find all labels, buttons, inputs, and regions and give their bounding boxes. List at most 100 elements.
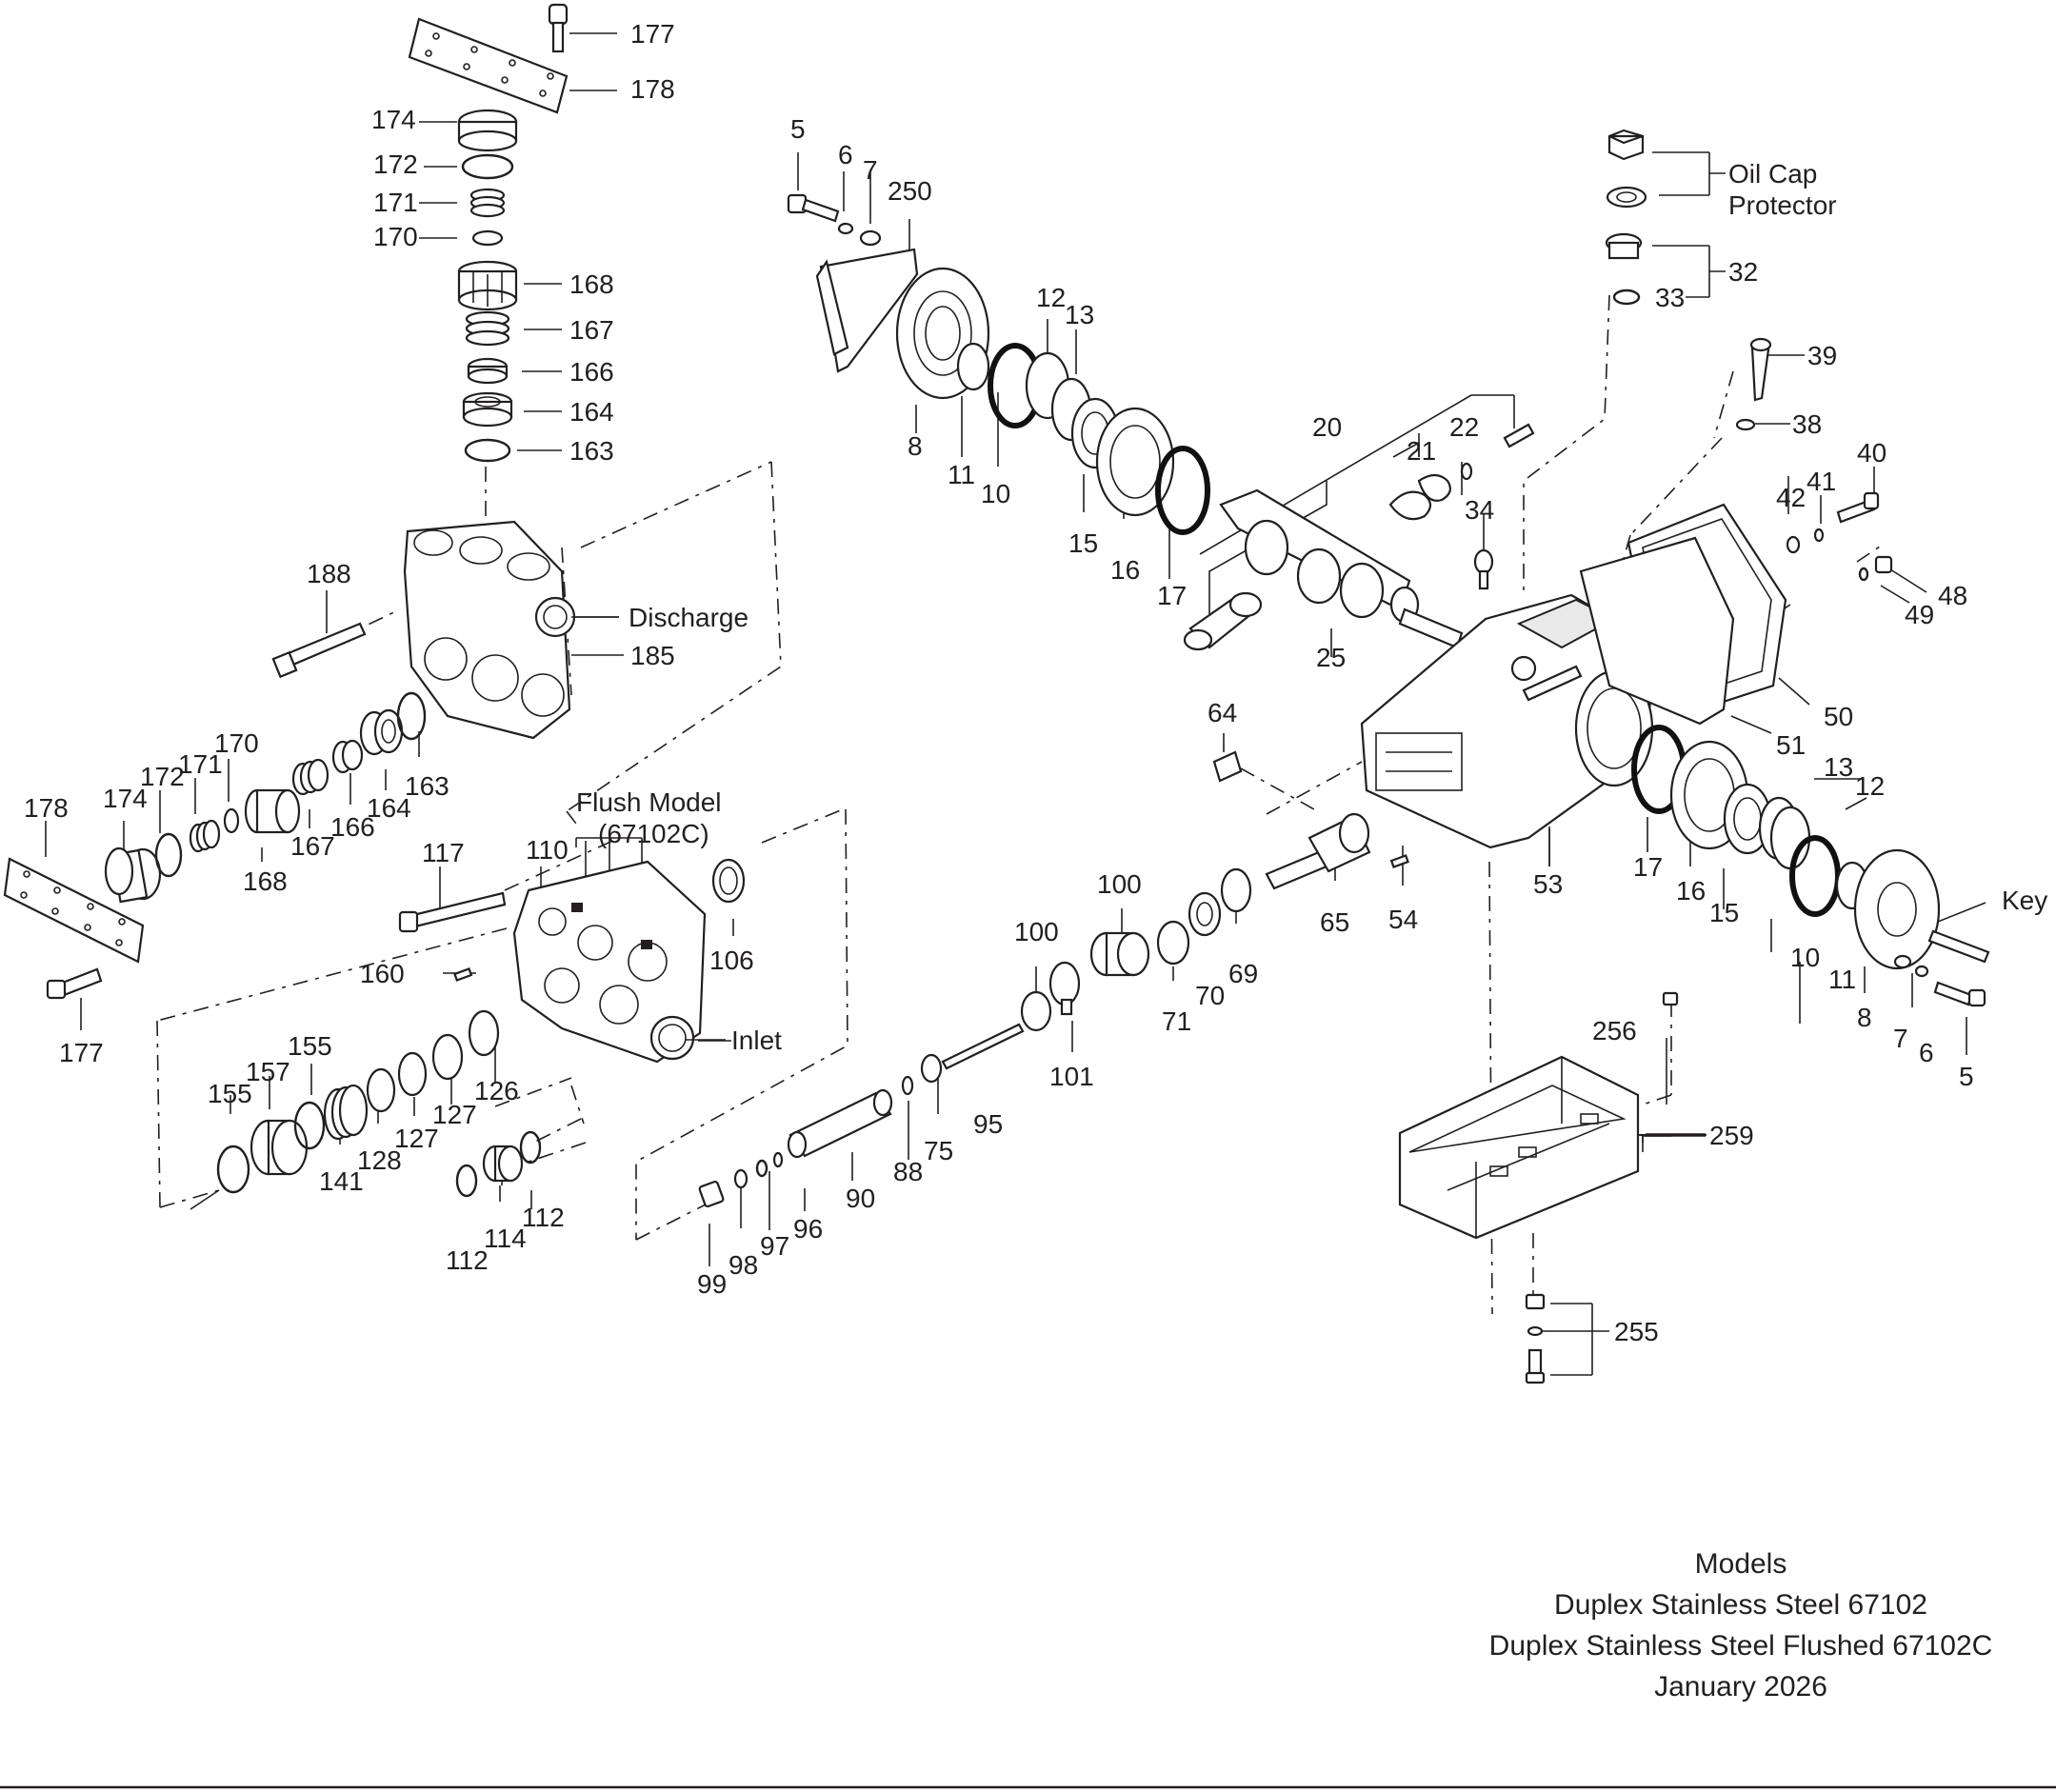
callout-167: 167	[290, 831, 335, 861]
callout-53: 53	[1533, 869, 1563, 899]
callout-141: 141	[319, 1166, 364, 1196]
callout-7: 7	[1893, 1024, 1908, 1053]
callout-49: 49	[1905, 600, 1934, 629]
o-ring-10-right	[1789, 835, 1841, 917]
callout-15: 15	[1068, 528, 1098, 558]
hardware-255	[1525, 1293, 1546, 1384]
filler-cap-32	[1605, 232, 1643, 260]
spring-167-left	[291, 758, 329, 796]
callout-96: 96	[793, 1214, 823, 1244]
stud-95	[941, 1023, 1025, 1070]
bolt-5-right	[1933, 981, 1986, 1007]
washer-22	[1460, 462, 1473, 481]
rod-cap-21	[1388, 473, 1452, 521]
callout-167: 167	[569, 315, 614, 345]
rail-base-259	[1398, 1055, 1640, 1240]
bolt-117	[398, 891, 507, 933]
callout-48: 48	[1938, 581, 1967, 610]
callout-172: 172	[373, 149, 418, 179]
o-ring-97	[755, 1159, 769, 1178]
bolt-5-left	[787, 193, 840, 223]
sleeve-100-b	[1089, 931, 1150, 977]
o-ring-172-left	[154, 832, 183, 878]
callout-64: 64	[1208, 698, 1237, 727]
plug-174-top	[457, 109, 518, 152]
flange-16-left	[1095, 407, 1175, 517]
bearing-chain-right	[1631, 725, 1990, 1007]
callout-65: 65	[1320, 907, 1349, 937]
plug-174-left	[104, 846, 162, 904]
callout-259: 259	[1709, 1121, 1754, 1150]
callout-97: 97	[760, 1231, 789, 1261]
callout-75: 75	[924, 1136, 953, 1165]
seal-106	[711, 858, 746, 904]
washer-6-right	[1914, 965, 1929, 978]
footer-models: Models	[1695, 1548, 1787, 1580]
footer-model-67102c: Duplex Stainless Steel Flushed 67102C	[1489, 1630, 1993, 1662]
callout-20: 20	[1312, 412, 1342, 442]
callout-69: 69	[1228, 959, 1258, 988]
callout-168: 168	[243, 866, 288, 896]
inlet-manifold	[512, 860, 707, 1064]
callout-163: 163	[569, 436, 614, 466]
callout-25: 25	[1316, 643, 1346, 672]
key-label: Key	[2002, 886, 2047, 915]
callout-174: 174	[371, 105, 416, 134]
flush-model-label-line1: Flush Model	[576, 787, 722, 817]
oil-cap-label-line1: Oil Cap	[1728, 159, 1817, 189]
valve-166-left	[331, 739, 364, 774]
callout-98: 98	[729, 1250, 758, 1280]
washer-98	[733, 1168, 749, 1189]
pin-64	[1212, 750, 1243, 783]
ring-127-b	[431, 1033, 464, 1081]
callout-114: 114	[484, 1224, 527, 1253]
named-labels: Discharge Inlet Flush Model (67102C) Oil…	[571, 159, 2047, 1055]
retainer-168-top	[457, 260, 518, 311]
callout-17: 17	[1633, 852, 1663, 882]
o-ring-112-a	[455, 1164, 478, 1198]
valve-plate-178-left	[3, 857, 145, 964]
callout-38: 38	[1792, 409, 1822, 439]
screw-177-top	[548, 3, 569, 53]
washer-96	[772, 1151, 784, 1168]
washer-38	[1735, 418, 1756, 431]
crosshead-65	[1265, 812, 1371, 890]
callout-155: 155	[288, 1031, 332, 1061]
sleeve-90	[787, 1088, 893, 1159]
callout-16: 16	[1110, 555, 1140, 585]
adapter-114	[482, 1145, 524, 1183]
callout-40: 40	[1857, 438, 1886, 468]
callout-12: 12	[1855, 771, 1885, 801]
callout-157: 157	[246, 1057, 290, 1086]
retainer-101	[1048, 961, 1081, 1016]
bearing-chain-left	[787, 193, 1210, 535]
plunger-parts	[698, 750, 1409, 1208]
callout-177: 177	[630, 19, 675, 49]
callout-110: 110	[526, 835, 569, 865]
callout-21: 21	[1407, 436, 1436, 466]
callout-11: 11	[948, 460, 975, 489]
callout-100: 100	[1014, 917, 1059, 946]
callout-39: 39	[1807, 341, 1837, 370]
callout-185: 185	[630, 641, 675, 670]
callout-112: 112	[446, 1245, 489, 1275]
washer-7-right	[1893, 954, 1912, 969]
o-ring-155-a	[216, 1145, 250, 1194]
callout-10: 10	[1790, 943, 1820, 972]
callout-171: 171	[178, 749, 223, 779]
callout-13: 13	[1824, 752, 1853, 782]
bearing-15-right	[1723, 783, 1772, 855]
callout-95: 95	[973, 1109, 1003, 1139]
callout-6: 6	[838, 140, 853, 169]
washer-6-left	[837, 222, 854, 235]
callout-174: 174	[103, 784, 148, 813]
ring-69	[1220, 867, 1252, 913]
o-ring-17-left	[1155, 446, 1210, 535]
shim-12-right	[1769, 806, 1811, 870]
oil-cap-label-line2: Protector	[1728, 190, 1837, 220]
washer-7-left	[859, 229, 882, 247]
callout-171: 171	[373, 188, 418, 217]
callout-126: 126	[474, 1076, 519, 1105]
callout-51: 51	[1776, 730, 1806, 760]
